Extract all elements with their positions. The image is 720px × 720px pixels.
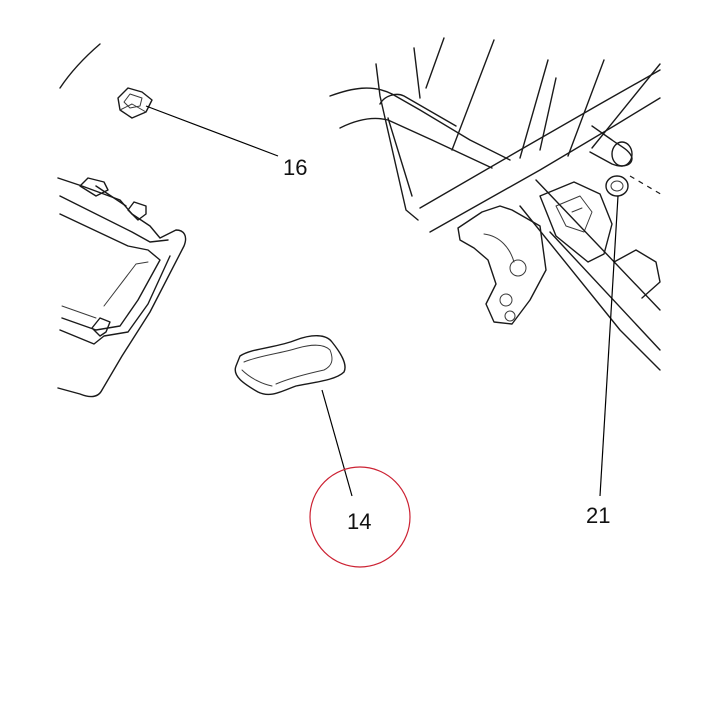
callout-21[interactable]: 21 bbox=[586, 503, 610, 528]
frame-assembly-drawing bbox=[329, 37, 665, 371]
side-panel-drawing bbox=[57, 43, 187, 398]
leader-line-14 bbox=[321, 389, 353, 497]
highlight-circle-14 bbox=[309, 466, 411, 568]
grommet-part-21[interactable] bbox=[605, 175, 629, 197]
callout-14[interactable]: 14 bbox=[347, 509, 371, 534]
leader-line-16 bbox=[145, 105, 279, 157]
leader-line-21 bbox=[599, 195, 619, 497]
callout-16[interactable]: 16 bbox=[283, 155, 307, 180]
pad-part-14[interactable] bbox=[234, 335, 346, 396]
clip-part-16[interactable] bbox=[117, 87, 153, 119]
